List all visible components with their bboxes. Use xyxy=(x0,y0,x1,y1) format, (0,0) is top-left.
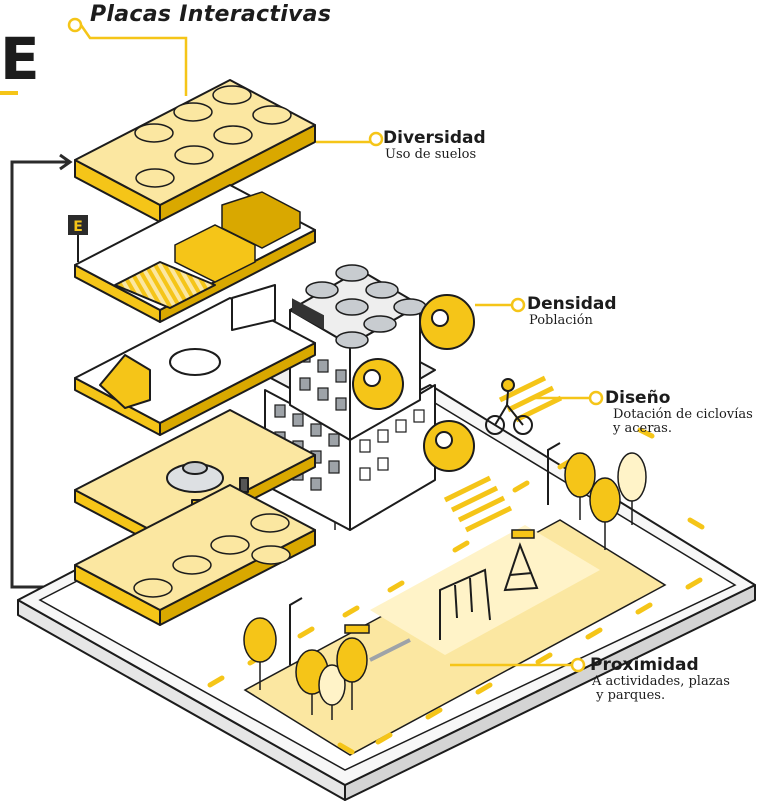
label-proximidad-sub: A actividades, plazas y parques. xyxy=(592,674,730,703)
road-dashes xyxy=(207,427,705,755)
street-lamps xyxy=(289,442,561,665)
label-diversidad-sub: Uso de suelos xyxy=(385,147,477,162)
label-diseno-title: Diseño xyxy=(605,388,671,408)
label-densidad: Densidad Población xyxy=(527,294,617,328)
plate-diversidad-studs xyxy=(134,85,292,188)
parking-sign: E xyxy=(73,219,83,235)
label-diseno-sub: Dotación de ciclovías y aceras. xyxy=(613,407,753,436)
corner-letter: E xyxy=(0,25,40,93)
swing-set xyxy=(439,542,539,640)
diagram-title: Placas Interactivas xyxy=(90,2,332,27)
rooftop-studs xyxy=(305,264,427,349)
building-sign xyxy=(292,298,324,330)
label-connectors xyxy=(316,131,604,673)
plate-base-studs xyxy=(133,513,291,598)
title-connector xyxy=(67,17,188,96)
park-path xyxy=(370,525,600,655)
label-densidad-sub: Población xyxy=(529,313,593,328)
feedback-arrow xyxy=(10,153,73,596)
plate-field xyxy=(74,284,316,436)
label-diseno: Diseño Dotación de ciclovías y aceras. xyxy=(605,388,753,436)
cyclist-icon xyxy=(485,378,533,435)
label-proximidad-title: Proximidad xyxy=(590,655,699,675)
cars xyxy=(174,191,301,283)
building-windows xyxy=(274,349,425,491)
label-diversidad: Diversidad Uso de suelos xyxy=(383,128,486,162)
label-densidad-title: Densidad xyxy=(527,294,617,314)
crosswalk xyxy=(443,375,563,533)
label-diversidad-title: Diversidad xyxy=(383,128,486,148)
park-furniture xyxy=(344,529,535,662)
parking-sign-post xyxy=(68,215,88,262)
label-proximidad: Proximidad A actividades, plazas y parqu… xyxy=(590,655,730,703)
people-icons xyxy=(352,294,475,472)
